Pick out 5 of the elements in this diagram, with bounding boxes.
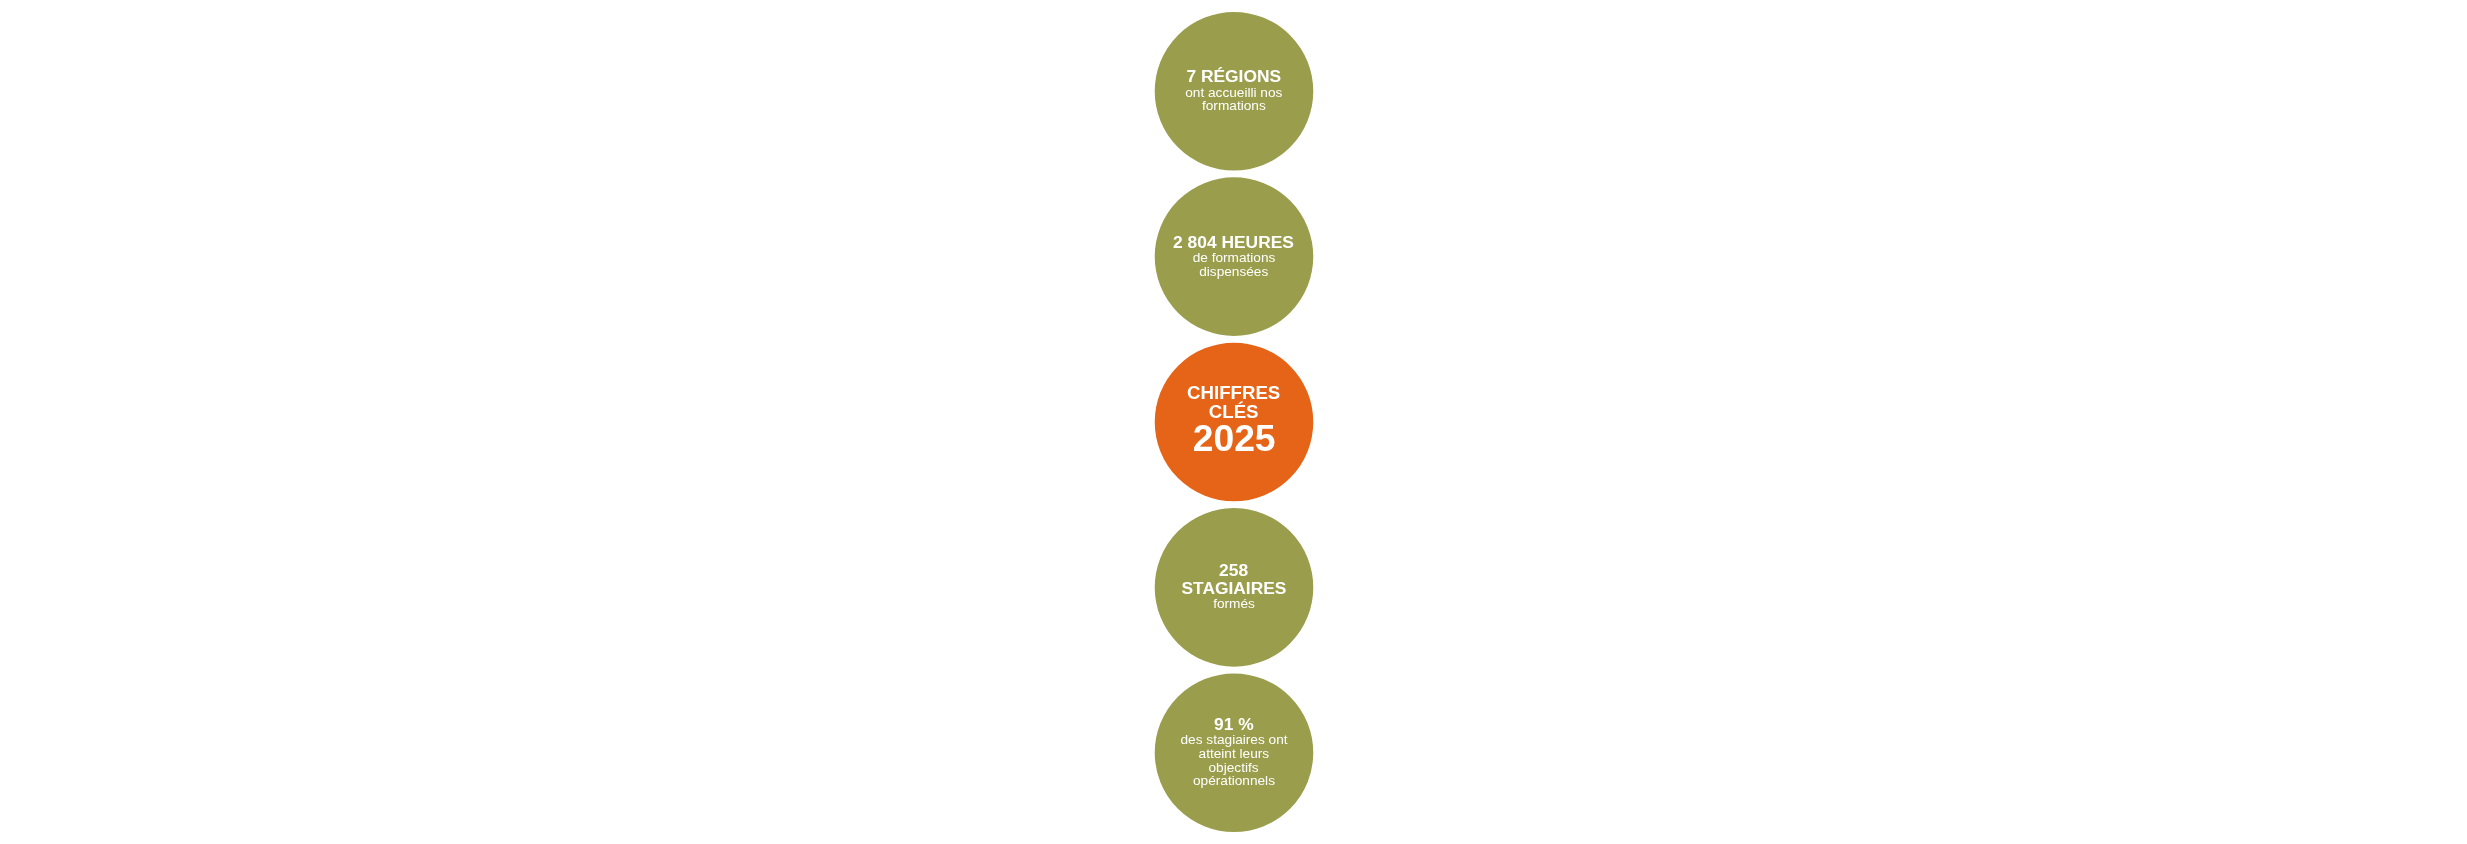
node-circle: 2 804 HEURES de formations dispensées — [1151, 174, 1316, 339]
node-circle: 91 % des stagiaires ont atteint leurs objectifs opérationnels — [1151, 671, 1316, 835]
node-circle: 258 STAGIAIRES formés — [1151, 505, 1316, 670]
node-circle: 7 RÉGIONS ont accueilli nos formations — [1151, 9, 1316, 173]
node-circle: CHIFFRES CLÉS 2025 — [1151, 340, 1316, 504]
